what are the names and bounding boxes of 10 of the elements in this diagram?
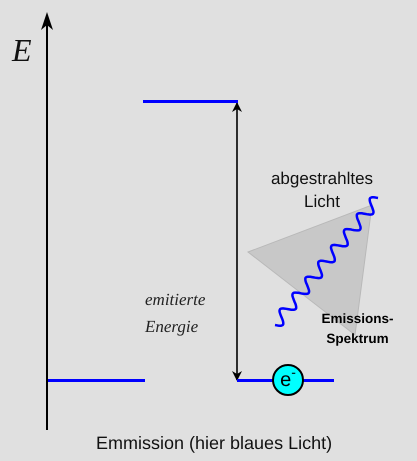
double-arrow: [232, 102, 242, 381]
edge-label: emitierte Energie: [145, 289, 206, 338]
caption: Emmission (hier blaues Licht): [96, 432, 332, 454]
light-label: abgestrahltes Licht: [270, 168, 374, 213]
axis-label: E: [12, 34, 32, 66]
energy-level-line: [48, 379, 145, 382]
energy-level-line: [237, 364, 334, 396]
electron-circle: e$^{-}$: [272, 364, 304, 396]
spectrum-label: Emissions-Spektrum: [320, 310, 395, 348]
energy-level-line: [143, 100, 238, 103]
